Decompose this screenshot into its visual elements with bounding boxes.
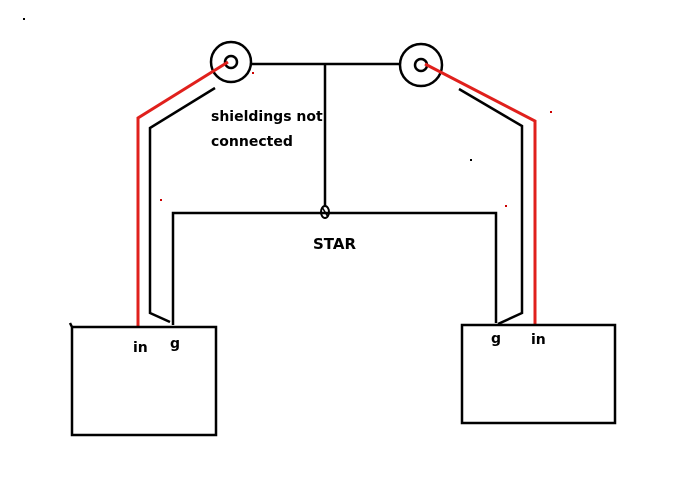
star-point-icon bbox=[320, 205, 330, 219]
right-g-label: g bbox=[491, 331, 501, 347]
left-g-label: g bbox=[170, 336, 180, 352]
right-device-box bbox=[460, 323, 617, 425]
left-in-label: in bbox=[133, 340, 148, 356]
left-signal-wire bbox=[136, 60, 229, 327]
star-ground-wire bbox=[171, 211, 498, 325]
note-line-2: connected bbox=[211, 134, 293, 150]
right-shield-wire bbox=[458, 87, 524, 326]
star-label: STAR bbox=[313, 235, 356, 253]
left-shield-wire bbox=[148, 86, 216, 324]
note-line-1: shieldings not bbox=[211, 109, 323, 125]
right-in-label: in bbox=[531, 332, 546, 348]
right-signal-wire bbox=[424, 62, 537, 326]
stray-dots bbox=[23, 18, 552, 207]
left-device-box bbox=[68, 322, 218, 437]
left-connector-icon bbox=[209, 40, 253, 84]
right-connector-icon bbox=[398, 42, 444, 88]
